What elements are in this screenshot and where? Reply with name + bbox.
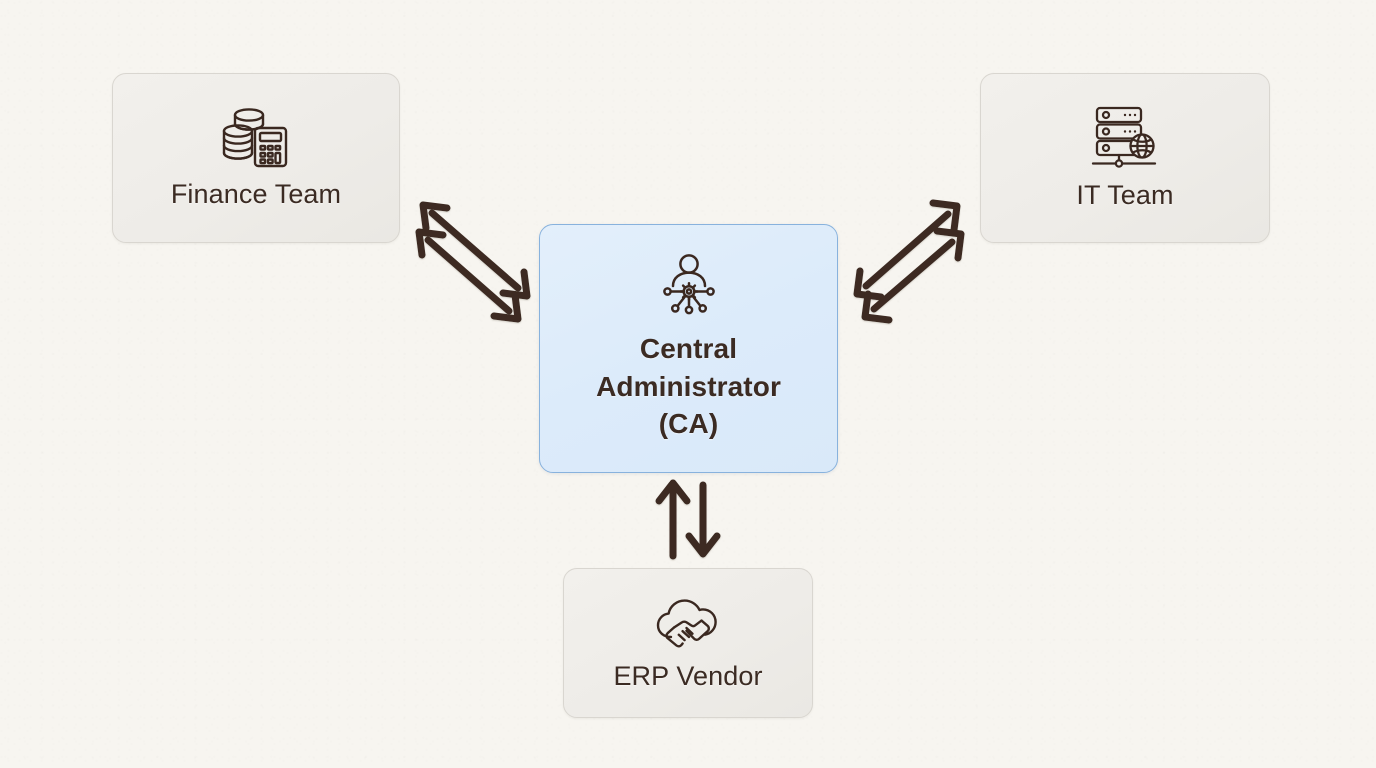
node-erp-vendor[interactable]: ERP Vendor bbox=[563, 568, 813, 718]
coins-calculator-icon bbox=[219, 106, 293, 168]
node-central-administrator[interactable]: Central Administrator (CA) bbox=[539, 224, 838, 473]
node-label-central-administrator: Central Administrator (CA) bbox=[596, 332, 781, 440]
node-label-it-team: IT Team bbox=[1076, 179, 1174, 210]
connector-it-ca-line-2 bbox=[861, 227, 965, 324]
server-globe-icon bbox=[1089, 105, 1161, 169]
connector-erp-ca-line-down bbox=[685, 481, 721, 558]
connector-finance-ca-line-2 bbox=[415, 228, 522, 323]
connector-finance-ca-line-1 bbox=[419, 201, 531, 300]
node-label-finance-team: Finance Team bbox=[170, 178, 342, 209]
person-gear-network-icon bbox=[657, 253, 721, 320]
connector-it-ca-line-1 bbox=[853, 199, 961, 301]
node-it-team[interactable]: IT Team bbox=[980, 73, 1270, 243]
cloud-handshake-icon bbox=[654, 594, 722, 650]
node-label-erp-vendor: ERP Vendor bbox=[613, 660, 763, 691]
node-finance-team[interactable]: Finance Team bbox=[112, 73, 400, 243]
connector-erp-ca-line-up bbox=[655, 479, 691, 560]
